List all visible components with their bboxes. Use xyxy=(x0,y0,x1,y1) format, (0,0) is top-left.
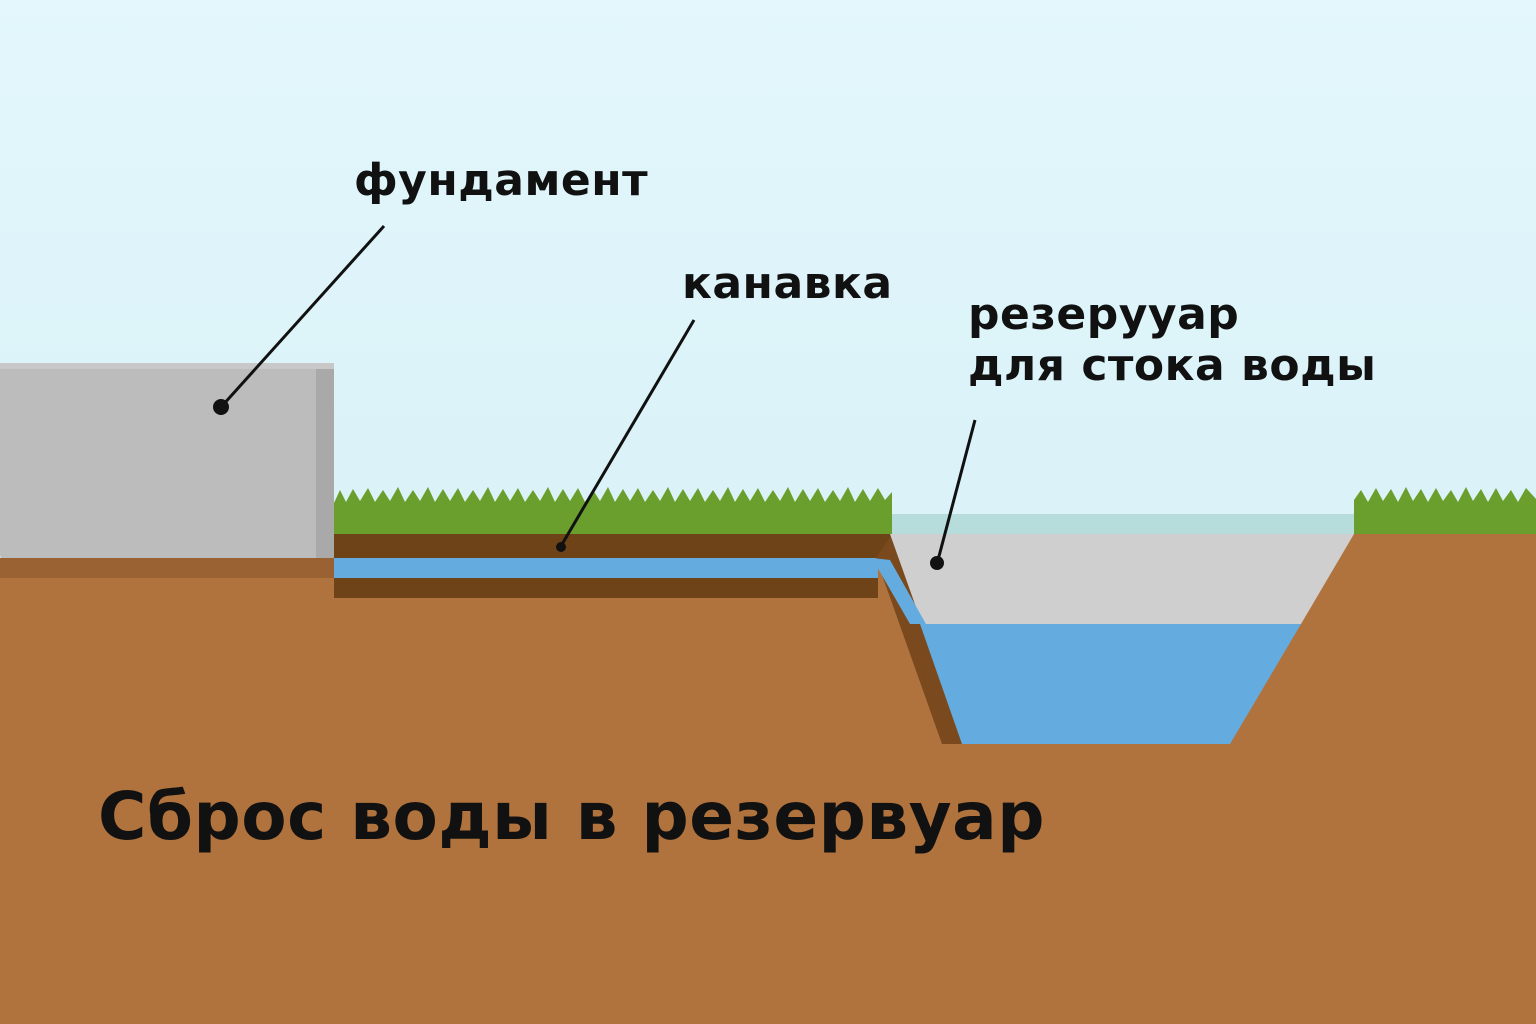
label-ditch: канавка xyxy=(682,258,893,309)
reservoir-gravel xyxy=(890,534,1354,624)
grass-right xyxy=(1354,487,1536,534)
label-reservoir-line2: для стока воды xyxy=(968,339,1377,391)
leader-dot-foundation xyxy=(213,399,229,415)
foundation-block xyxy=(0,363,334,578)
leader-dot-ditch xyxy=(556,542,566,552)
label-reservoir-line1: резерууар xyxy=(968,289,1240,340)
leader-line-ditch xyxy=(559,319,696,547)
grass-left xyxy=(334,487,892,535)
ditch-channel xyxy=(334,558,878,578)
leader-line-foundation xyxy=(220,224,386,408)
label-reservoir: резерууар для стока воды xyxy=(968,289,1377,391)
diagram-title: Сброс воды в резервуар xyxy=(98,778,1045,855)
bottom-soil-layer xyxy=(334,578,878,598)
leader-line-reservoir xyxy=(936,419,977,561)
reservoir-surface xyxy=(892,514,1354,534)
reservoir-water xyxy=(920,624,1301,744)
top-soil-layer xyxy=(334,534,892,558)
ditch-inlet xyxy=(872,558,926,624)
label-foundation: фундамент xyxy=(354,155,649,206)
leader-dot-reservoir xyxy=(930,556,944,570)
